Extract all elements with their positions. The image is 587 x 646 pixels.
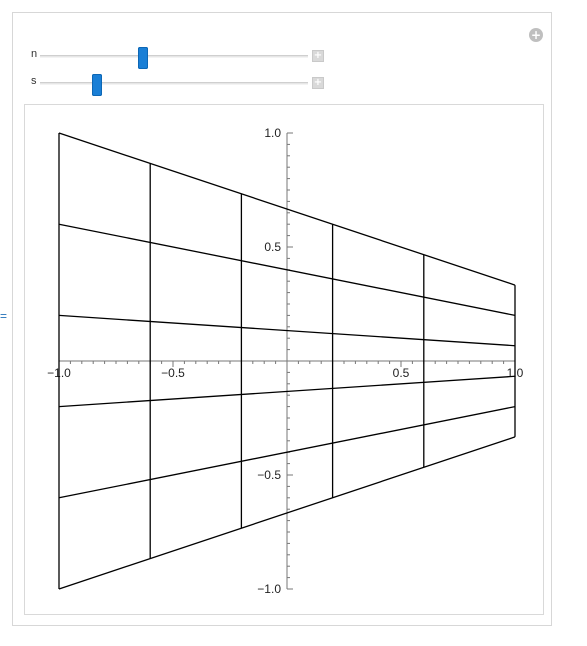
- plus-box-icon[interactable]: +: [312, 50, 324, 62]
- perspective-line: [58, 405, 516, 499]
- slider-label-n: n: [31, 48, 38, 60]
- slider-label-s: s: [31, 75, 37, 87]
- slider-thumb-n[interactable]: [138, 47, 149, 69]
- plus-box-icon[interactable]: +: [312, 77, 324, 89]
- y-tick-label: 1.0: [264, 126, 281, 140]
- y-tick-label: −1.0: [257, 582, 281, 596]
- perspective-line: [58, 436, 516, 590]
- slider-thumb-s[interactable]: [91, 74, 102, 96]
- left-edge-mark: =: [0, 309, 8, 323]
- slider-n[interactable]: n +: [28, 47, 328, 69]
- y-tick-label: −0.5: [257, 468, 281, 482]
- perspective-line: [58, 375, 516, 408]
- slider-s[interactable]: s +: [28, 74, 328, 96]
- x-tick-label: −0.5: [161, 366, 185, 380]
- y-tick-label: 0.5: [264, 240, 281, 254]
- x-tick-label: 0.5: [393, 366, 410, 380]
- perspective-line: [58, 223, 516, 317]
- slider-track-s[interactable]: [40, 82, 308, 85]
- add-circle-icon[interactable]: +: [529, 28, 543, 42]
- perspective-line: [58, 132, 516, 286]
- slider-track-n[interactable]: [40, 55, 308, 58]
- perspective-line: [58, 314, 516, 347]
- top-sliver: [12, 0, 552, 12]
